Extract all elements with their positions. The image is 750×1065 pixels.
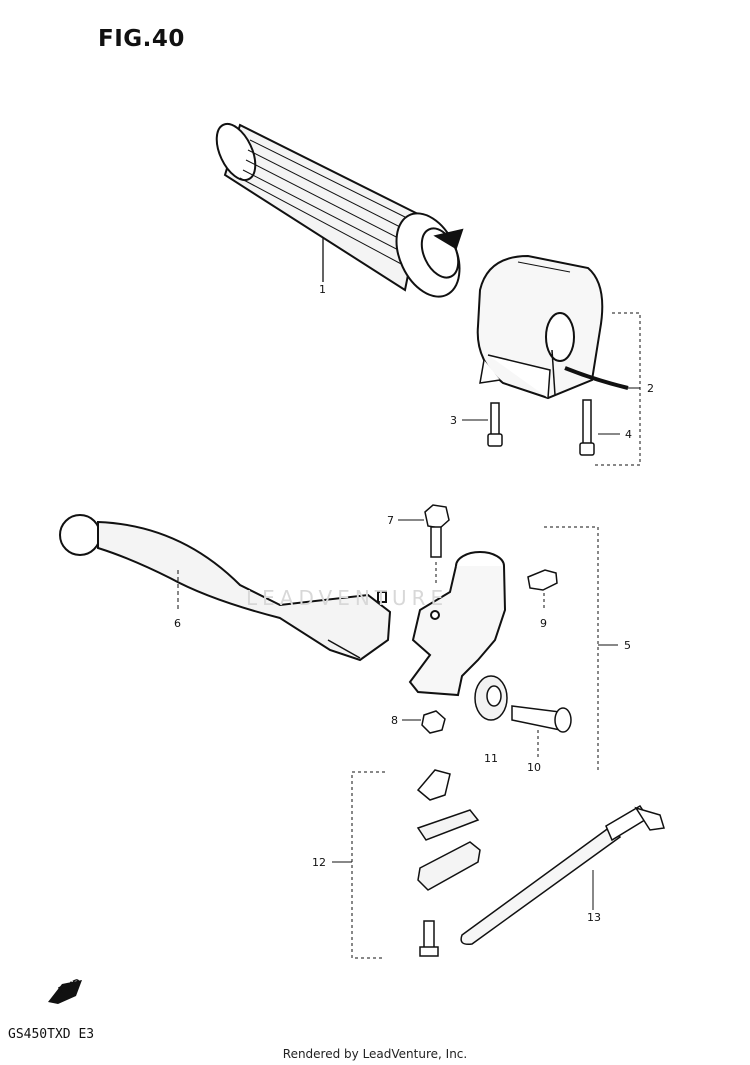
bracket-5 [544, 526, 599, 770]
footer-credit: Rendered by LeadVenture, Inc. [282, 1047, 468, 1061]
spacer-11 [474, 675, 508, 721]
callout-3: 3 [450, 414, 457, 427]
bracket-2 [592, 312, 641, 466]
forward-arrow-icon [48, 980, 82, 1004]
callout-2: 2 [647, 382, 654, 395]
callout-11: 11 [484, 752, 498, 765]
screw-3 [487, 402, 503, 447]
callout-5: 5 [624, 639, 631, 652]
watermark: LEADVENTURE [246, 586, 449, 610]
callout-10: 10 [527, 761, 541, 774]
screw-9 [527, 569, 558, 591]
lever-holder [408, 551, 507, 697]
callout-8: 8 [391, 714, 398, 727]
callout-13: 13 [587, 911, 601, 924]
handlebar-grip [215, 122, 464, 298]
callout-1: 1 [319, 283, 326, 296]
bolt-10 [511, 705, 572, 733]
nut-8 [421, 710, 446, 734]
callout-12: 12 [312, 856, 326, 869]
callout-7: 7 [387, 514, 394, 527]
cable-tie [460, 804, 665, 946]
handlebar-switch [476, 254, 629, 400]
switch-assembly [416, 769, 481, 957]
clutch-lever [59, 514, 392, 662]
callout-6: 6 [174, 617, 181, 630]
figure-title: FIG.40 [98, 26, 185, 52]
screw-4 [579, 399, 595, 456]
callout-9: 9 [540, 617, 547, 630]
model-code: GS450TXD E3 [8, 1027, 95, 1042]
callout-4: 4 [625, 428, 632, 441]
bracket-12 [351, 771, 385, 959]
bolt-7 [424, 504, 450, 558]
